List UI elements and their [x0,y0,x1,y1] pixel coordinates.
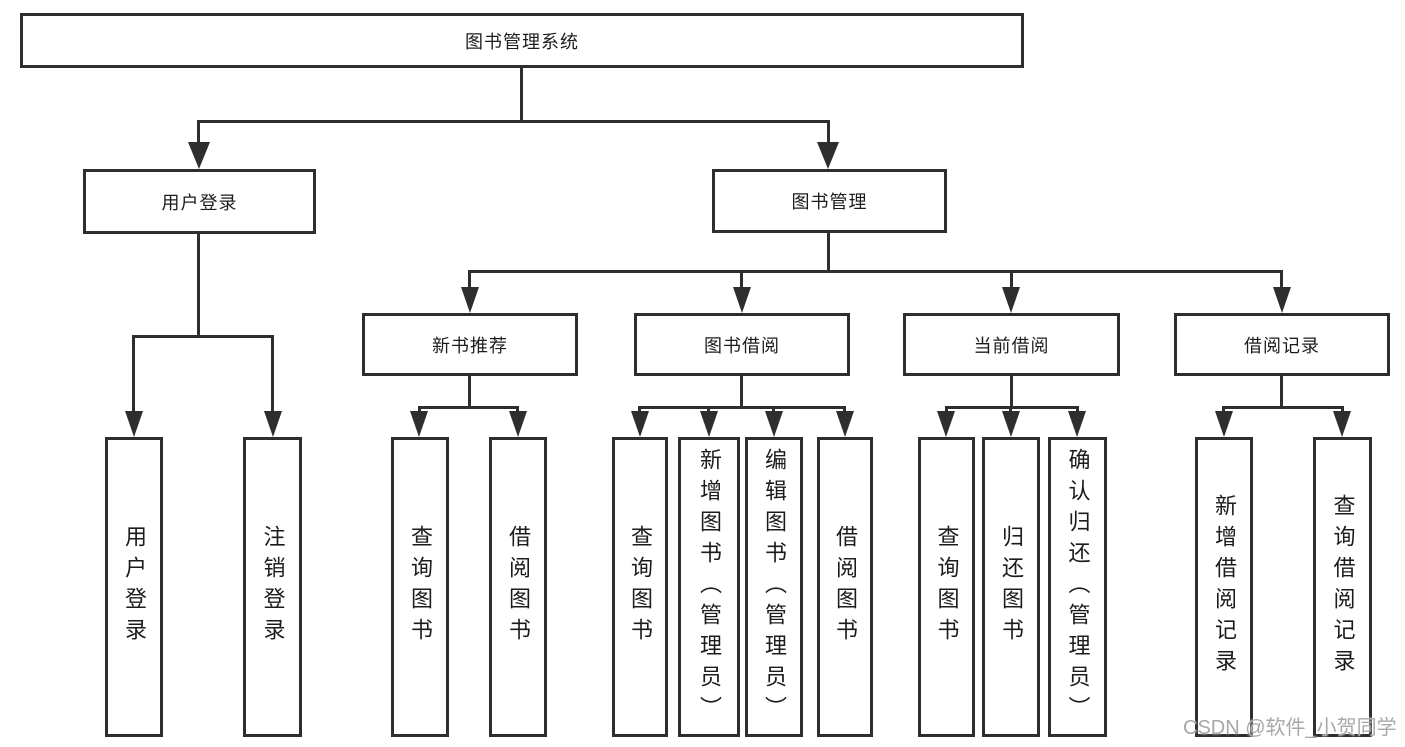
connector-line [132,335,135,413]
leaf-query-borrow-record: 查询借阅记录 [1313,437,1372,737]
node-borrowing-records: 借阅记录 [1174,313,1390,376]
connector-line [197,233,200,335]
node-label: 当前借阅 [973,335,1050,356]
arrow-down-icon [817,142,839,169]
leaf-borrow-books: 借阅图书 [489,437,547,737]
leaf-label: 借阅图书 [833,525,858,649]
node-user-login-branch: 用户登录 [83,169,316,234]
arrow-down-icon [700,411,718,437]
node-book-borrowing: 图书借阅 [634,313,850,376]
leaf-borrow-books: 借阅图书 [817,437,873,737]
node-root: 图书管理系统 [20,13,1024,68]
leaf-label: 查询图书 [934,525,960,649]
arrow-down-icon [836,411,854,437]
connector-line [827,120,830,144]
arrow-down-icon [461,287,479,313]
connector-line [133,335,274,338]
connector-line [1280,376,1283,406]
connector-line [740,270,743,289]
node-label: 图书借阅 [704,335,780,356]
leaf-label: 归还图书 [999,525,1024,649]
connector-line [772,406,775,413]
leaf-label: 查询借阅记录 [1330,494,1356,680]
arrow-down-icon [1002,411,1020,437]
leaf-query-books: 查询图书 [612,437,668,737]
connector-line [1009,406,1012,413]
arrow-down-icon [765,411,783,437]
connector-line [740,376,743,406]
arrow-down-icon [264,411,282,437]
leaf-label: 用户登录 [122,525,147,649]
leaf-query-books: 查询图书 [918,437,975,737]
connector-line [707,406,710,413]
node-label: 图书管理 [791,192,868,212]
arrow-down-icon [1215,411,1233,437]
connector-line [945,406,948,413]
arrow-down-icon [937,411,955,437]
connector-line [1010,270,1013,289]
connector-line [843,406,846,413]
connector-line [468,270,1283,273]
connector-line [1341,406,1344,413]
arrow-down-icon [733,287,751,313]
arrow-down-icon [1333,411,1351,437]
csdn-watermark: CSDN @软件_小贺同学 [1183,717,1397,739]
connector-line [419,406,519,409]
leaf-label: 确认归还（管理员） [1065,447,1091,727]
node-current-borrowing: 当前借阅 [903,313,1120,376]
arrow-down-icon [1273,287,1291,313]
leaf-confirm-return-admin: 确认归还（管理员） [1048,437,1107,737]
leaf-label: 借阅图书 [506,525,531,649]
arrow-down-icon [188,142,210,169]
connector-line [516,406,519,413]
arrow-down-icon [631,411,649,437]
leaf-add-books-admin: 新增图书（管理员） [678,437,740,737]
connector-line [1010,376,1013,406]
connector-line [468,270,471,289]
arrow-down-icon [410,411,428,437]
arrow-down-icon [509,411,527,437]
connector-line [1222,406,1225,413]
leaf-label: 查询图书 [408,525,433,649]
connector-line [1280,270,1283,289]
connector-line [271,335,274,413]
connector-line [199,120,829,123]
connector-line [827,232,830,270]
arrow-down-icon [1068,411,1086,437]
node-label: 用户登录 [161,192,238,213]
arrow-down-icon [125,411,143,437]
arrow-down-icon [1002,287,1020,313]
connector-line [468,376,471,406]
leaf-add-borrow-record: 新增借阅记录 [1195,437,1253,737]
connector-line [1076,406,1079,413]
leaf-user-login: 用户登录 [105,437,163,737]
connector-line [639,406,846,409]
connector-line [638,406,641,413]
connector-line [418,406,421,413]
node-new-book-recommend: 新书推荐 [362,313,578,376]
leaf-logout: 注销登录 [243,437,302,737]
leaf-label: 注销登录 [260,525,286,649]
node-book-management: 图书管理 [712,169,947,233]
leaf-label: 新增图书（管理员） [697,447,722,727]
node-root-label: 图书管理系统 [465,31,579,52]
leaf-label: 查询图书 [628,525,653,649]
leaf-edit-books-admin: 编辑图书（管理员） [745,437,803,737]
node-label: 借阅记录 [1244,335,1320,356]
leaf-query-books: 查询图书 [391,437,449,737]
leaf-return-books: 归还图书 [982,437,1040,737]
connector-line [1222,406,1343,409]
connector-line [520,68,523,120]
node-label: 新书推荐 [432,335,508,356]
leaf-label: 新增借阅记录 [1212,494,1237,680]
leaf-label: 编辑图书（管理员） [762,447,787,727]
connector-line [197,120,200,144]
